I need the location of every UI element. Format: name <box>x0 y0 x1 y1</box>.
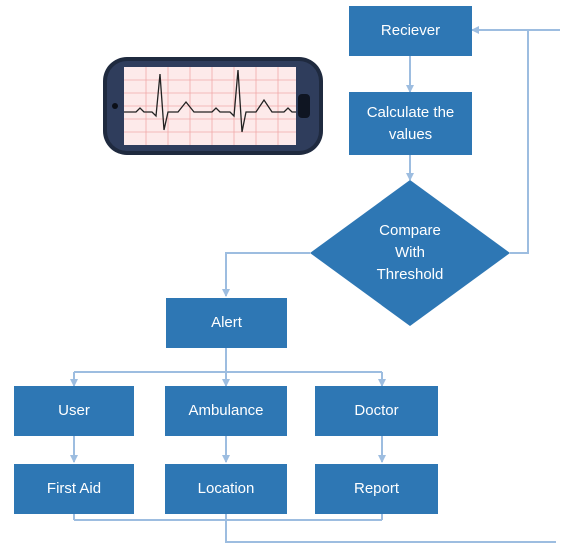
node-first-aid-label: First Aid <box>46 480 102 498</box>
decision-diamond-shape <box>310 180 510 326</box>
node-doctor: Doctor <box>315 386 438 436</box>
node-compare-threshold: Compare With Threshold <box>310 180 510 326</box>
ecg-waveform <box>124 69 296 133</box>
node-first-aid: First Aid <box>14 464 134 514</box>
node-report: Report <box>315 464 438 514</box>
node-alert-label: Alert <box>211 314 242 332</box>
smartphone-icon <box>103 57 323 155</box>
node-receiver-label: Reciever <box>380 22 441 40</box>
node-alert: Alert <box>166 298 287 348</box>
arrow-compare-to-alert <box>222 252 310 297</box>
node-ambulance: Ambulance <box>165 386 287 436</box>
node-receiver: Reciever <box>349 6 472 56</box>
ecg-screen <box>124 67 296 145</box>
node-ambulance-label: Ambulance <box>188 402 264 420</box>
node-user-label: User <box>58 402 90 420</box>
node-report-label: Report <box>353 480 400 498</box>
node-calculate-values: Calculate the values <box>349 92 472 155</box>
feedback-bottom-line <box>225 512 556 543</box>
loop-compare-to-receiver <box>510 29 560 254</box>
node-compare-threshold-label: Compare With Threshold <box>376 222 444 283</box>
node-location: Location <box>165 464 287 514</box>
node-location-label: Location <box>197 480 255 498</box>
node-user: User <box>14 386 134 436</box>
node-doctor-label: Doctor <box>354 402 399 420</box>
node-calculate-values-label: Calculate the values <box>366 103 455 143</box>
